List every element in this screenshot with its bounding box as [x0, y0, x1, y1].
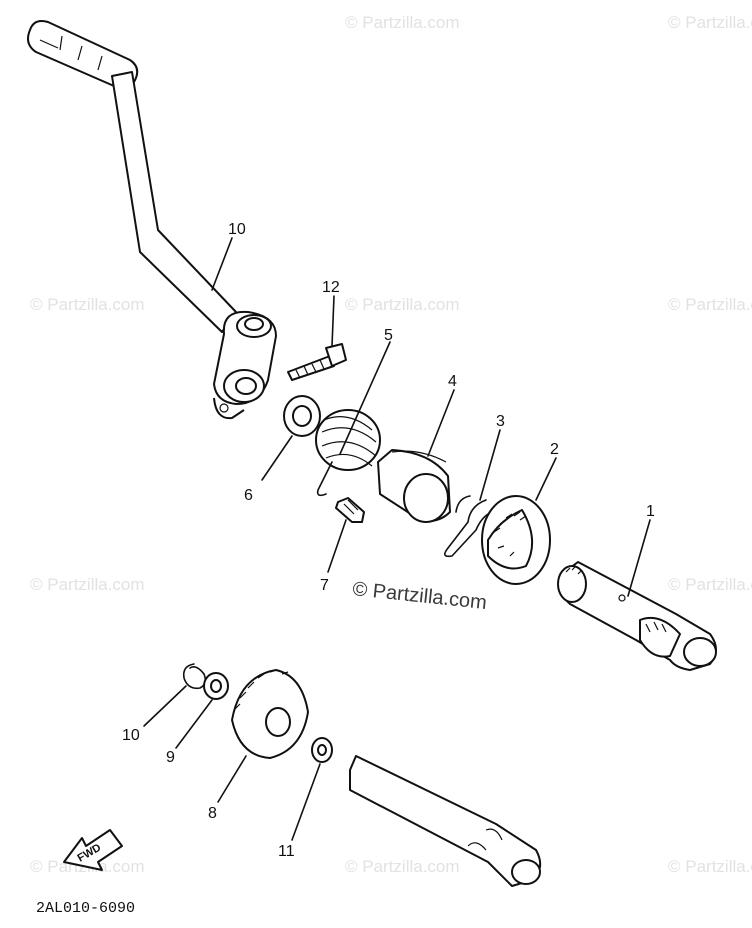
watermark-text: © Partzilla.com — [30, 295, 145, 314]
callouts: 10 12 5 4 3 2 1 6 7 10 9 8 11 — [122, 221, 655, 860]
callout-10a: 10 — [122, 727, 140, 744]
callout-4: 4 — [448, 373, 457, 390]
leader-lines — [143, 237, 651, 841]
watermark-text: © Partzilla.com — [345, 13, 460, 32]
watermark-text: © Partzilla.com — [345, 295, 460, 314]
callout-11: 10 — [228, 221, 246, 238]
watermark-text: © Partzilla.com — [668, 295, 752, 314]
guide-sleeve — [377, 449, 451, 523]
watermark-text: © Partzilla.com — [668, 575, 752, 594]
callout-9: 9 — [166, 749, 175, 766]
washer — [203, 672, 229, 700]
idle-shaft — [349, 755, 542, 887]
callout-2: 2 — [550, 441, 559, 458]
watermark-text: © Partzilla.com — [30, 575, 145, 594]
diagram-code: 2AL010-6090 — [36, 900, 135, 917]
center-watermark: © Partzilla.com — [351, 578, 487, 614]
torsion-spring — [315, 409, 381, 497]
circlip — [444, 495, 493, 558]
kick-lever — [27, 20, 277, 420]
callout-5: 5 — [384, 327, 393, 344]
callout-8: 8 — [208, 805, 217, 822]
idle-gear — [231, 669, 309, 759]
watermark-text: © Partzilla.com — [345, 857, 460, 876]
fwd-arrow-icon: FWD — [63, 829, 123, 871]
callout-3: 3 — [496, 413, 505, 430]
watermark-text: © Partzilla.com — [668, 13, 752, 32]
circlip-upper — [182, 663, 207, 690]
circlip-lower — [311, 737, 333, 763]
callout-7: 7 — [320, 577, 329, 594]
bolt — [287, 343, 347, 381]
kick-axle — [557, 561, 717, 671]
watermark-text: © Partzilla.com — [668, 857, 752, 876]
plunger — [335, 497, 365, 523]
callout-1: 1 — [646, 503, 655, 520]
oil-seal — [283, 395, 321, 437]
ratchet-wheel — [481, 495, 551, 585]
callout-6: 6 — [244, 487, 253, 504]
callout-12: 12 — [322, 279, 340, 296]
callout-10b: 11 — [278, 843, 295, 860]
